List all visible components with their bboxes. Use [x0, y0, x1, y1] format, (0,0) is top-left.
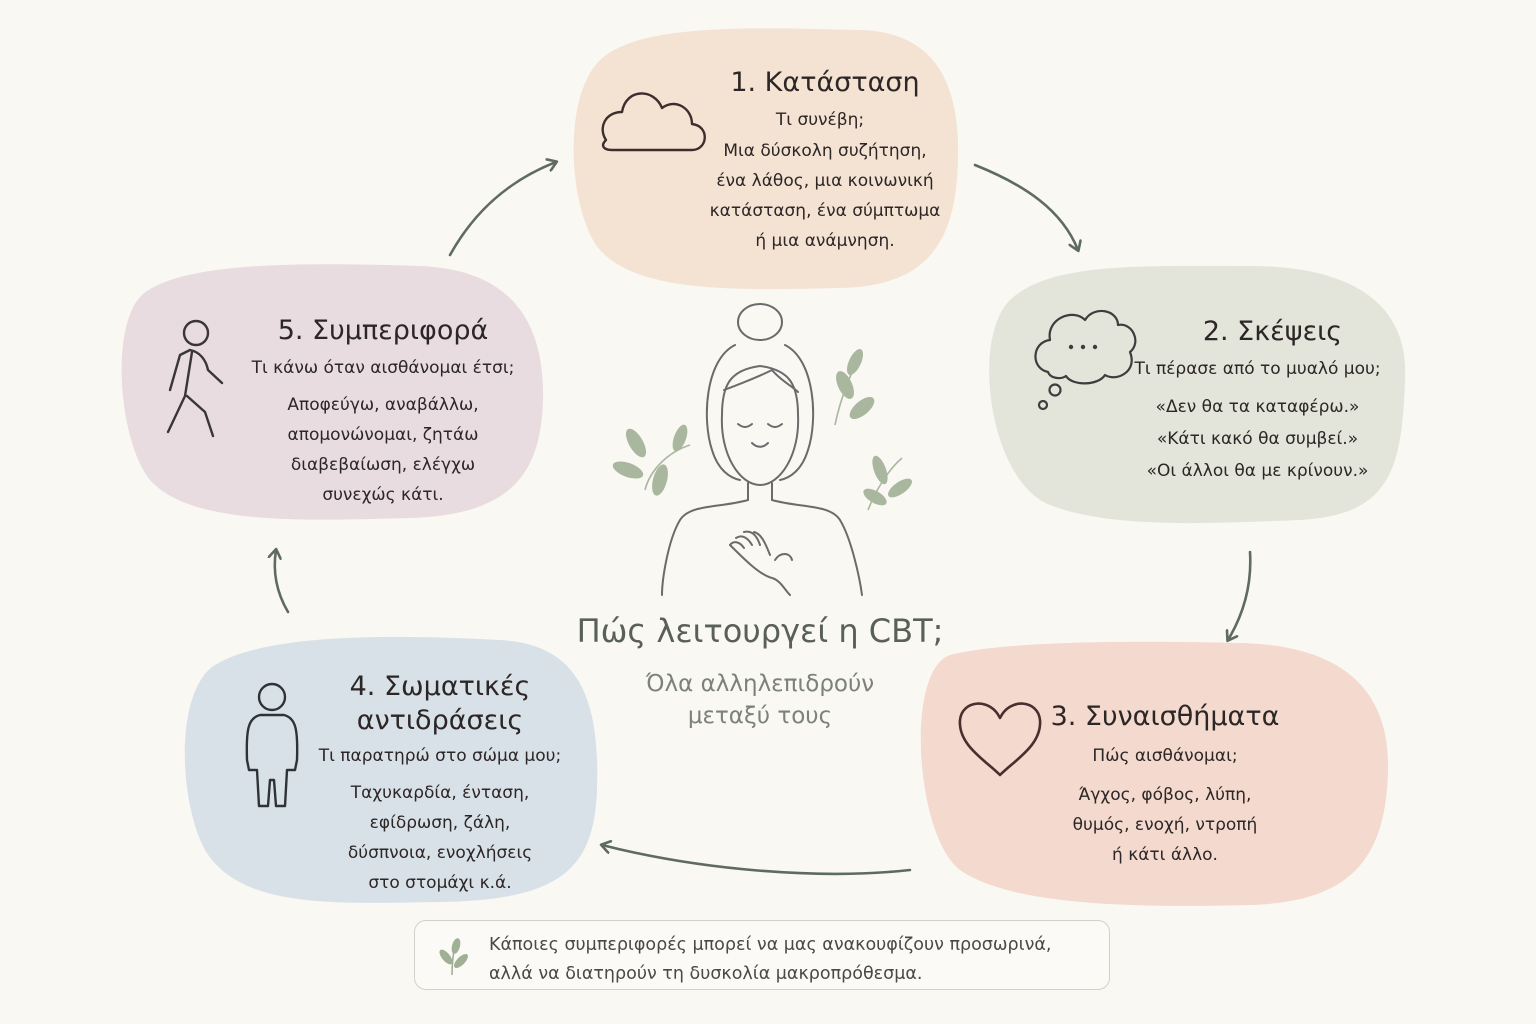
- walking-person-icon: [166, 319, 224, 438]
- step-body-line: κατάσταση, ένα σύμπτωμα: [709, 201, 941, 221]
- step-body-line: «Οι άλλοι θα με κρίνουν.»: [1146, 461, 1369, 481]
- step-body: Ταχυκαρδία, ένταση, εφίδρωση, ζάλη, δύσπ…: [290, 778, 590, 898]
- body-icon: [245, 682, 299, 808]
- arrow-1-to-2: [973, 163, 1078, 250]
- step-question: Πώς αισθάνομαι;: [1092, 746, 1238, 766]
- step-body-line: Μια δύσκολη συζήτηση,: [723, 141, 927, 161]
- step-body-line: εφίδρωση, ζάλη,: [369, 813, 511, 833]
- step-behavior: 5. Συμπεριφορά Τι κάνω όταν αισθάνομαι έ…: [228, 314, 538, 510]
- leaf-decoration-left: [612, 424, 691, 496]
- blob-situation: [573, 28, 959, 290]
- step-body-reactions: 4. Σωματικές αντιδράσεις Τι παρατηρώ στο…: [290, 670, 590, 898]
- note-text: Κάποιες συμπεριφορές μπορεί να μας ανακο…: [489, 931, 1051, 989]
- step-body-line: απομονώνομαι, ζητάω: [287, 425, 479, 445]
- step-question: Τι συνέβη;: [775, 110, 865, 130]
- step-emotions: 3. Συναισθήματα Πώς αισθάνομαι; Άγχος, φ…: [1040, 700, 1290, 870]
- step-title: 1. Κατάσταση: [730, 67, 920, 98]
- arrow-2-to-3: [1228, 550, 1252, 640]
- step-body-line: δύσπνοια, ενοχλήσεις: [347, 843, 533, 863]
- step-body: Άγχος, φόβος, λύπη, θυμός, ενοχή, ντροπή…: [1040, 780, 1290, 870]
- step-title-line: αντιδράσεις: [356, 705, 524, 736]
- arrow-4-to-5: [275, 550, 290, 614]
- step-body-line: «Κάτι κακό θα συμβεί.»: [1156, 429, 1359, 449]
- step-body: «Δεν θα τα καταφέρω.» «Κάτι κακό θα συμβ…: [1115, 391, 1400, 487]
- arrow-3-to-4: [602, 845, 912, 876]
- step-title: 5. Συμπεριφορά: [277, 315, 489, 346]
- leaf-decoration-right-top: [834, 349, 875, 426]
- center-title: Πώς λειτουργεί η CBT;: [576, 612, 944, 650]
- step-body: Αποφεύγω, αναβάλλω, απομονώνομαι, ζητάω …: [228, 390, 538, 510]
- step-title: 3. Συναισθήματα: [1050, 701, 1280, 732]
- step-body-line: διαβεβαίωση, ελέγχω: [290, 455, 476, 475]
- center-subtitle-line: Όλα αλληλεπιδρούν: [645, 671, 875, 697]
- center-subtitle-line: μεταξύ τους: [687, 703, 833, 729]
- step-body: Μια δύσκολη συζήτηση, ένα λάθος, μια κοι…: [700, 136, 950, 256]
- thought-bubble-icon: [1034, 309, 1137, 411]
- blob-body: [184, 636, 598, 903]
- heart-icon: [958, 702, 1042, 777]
- step-situation: 1. Κατάσταση Τι συνέβη; Μια δύσκολη συζή…: [700, 66, 950, 256]
- blob-thoughts: [989, 265, 1406, 524]
- leaf-sprig-icon: [439, 938, 468, 976]
- note-line: Κάποιες συμπεριφορές μπορεί να μας ανακο…: [489, 935, 1052, 955]
- cloud-icon: [601, 92, 706, 152]
- step-title: 4. Σωματικές αντιδράσεις: [290, 670, 590, 738]
- step-body-line: ή κάτι άλλο.: [1112, 845, 1218, 865]
- meditating-figure: [661, 303, 863, 596]
- step-body-line: Άγχος, φόβος, λύπη,: [1078, 785, 1252, 805]
- note-line: αλλά να διατηρούν τη δυσκολία μακροπρόθε…: [489, 964, 923, 984]
- step-body-line: Ταχυκαρδία, ένταση,: [350, 783, 530, 803]
- step-question: Τι παρατηρώ στο σώμα μου;: [318, 746, 562, 766]
- step-body-line: συνεχώς κάτι.: [322, 485, 444, 505]
- step-body-line: ένα λάθος, μια κοινωνική: [716, 171, 934, 191]
- step-body-line: ή μια ανάμνηση.: [755, 231, 895, 251]
- blob-behavior: [121, 264, 544, 520]
- step-body-line: Αποφεύγω, αναβάλλω,: [287, 395, 479, 415]
- arrow-5-to-1: [448, 162, 556, 257]
- blob-emotions: [920, 641, 1389, 906]
- step-title-line: 4. Σωματικές: [349, 671, 531, 702]
- center-subtitle: Όλα αλληλεπιδρούν μεταξύ τους: [600, 668, 920, 732]
- step-body-line: «Δεν θα τα καταφέρω.»: [1155, 397, 1360, 417]
- leaf-decoration-right: [863, 455, 912, 511]
- step-question: Τι κάνω όταν αισθάνομαι έτσι;: [251, 358, 515, 378]
- step-body-line: θυμός, ενοχή, ντροπή: [1072, 815, 1258, 835]
- note-box: Κάποιες συμπεριφορές μπορεί να μας ανακο…: [414, 920, 1110, 990]
- step-body-line: στο στομάχι κ.ά.: [368, 873, 512, 893]
- step-question: Τι πέρασε από το μυαλό μου;: [1134, 359, 1381, 379]
- step-title: 2. Σκέψεις: [1202, 316, 1343, 347]
- step-thoughts: 2. Σκέψεις Τι πέρασε από το μυαλό μου; «…: [1115, 315, 1400, 487]
